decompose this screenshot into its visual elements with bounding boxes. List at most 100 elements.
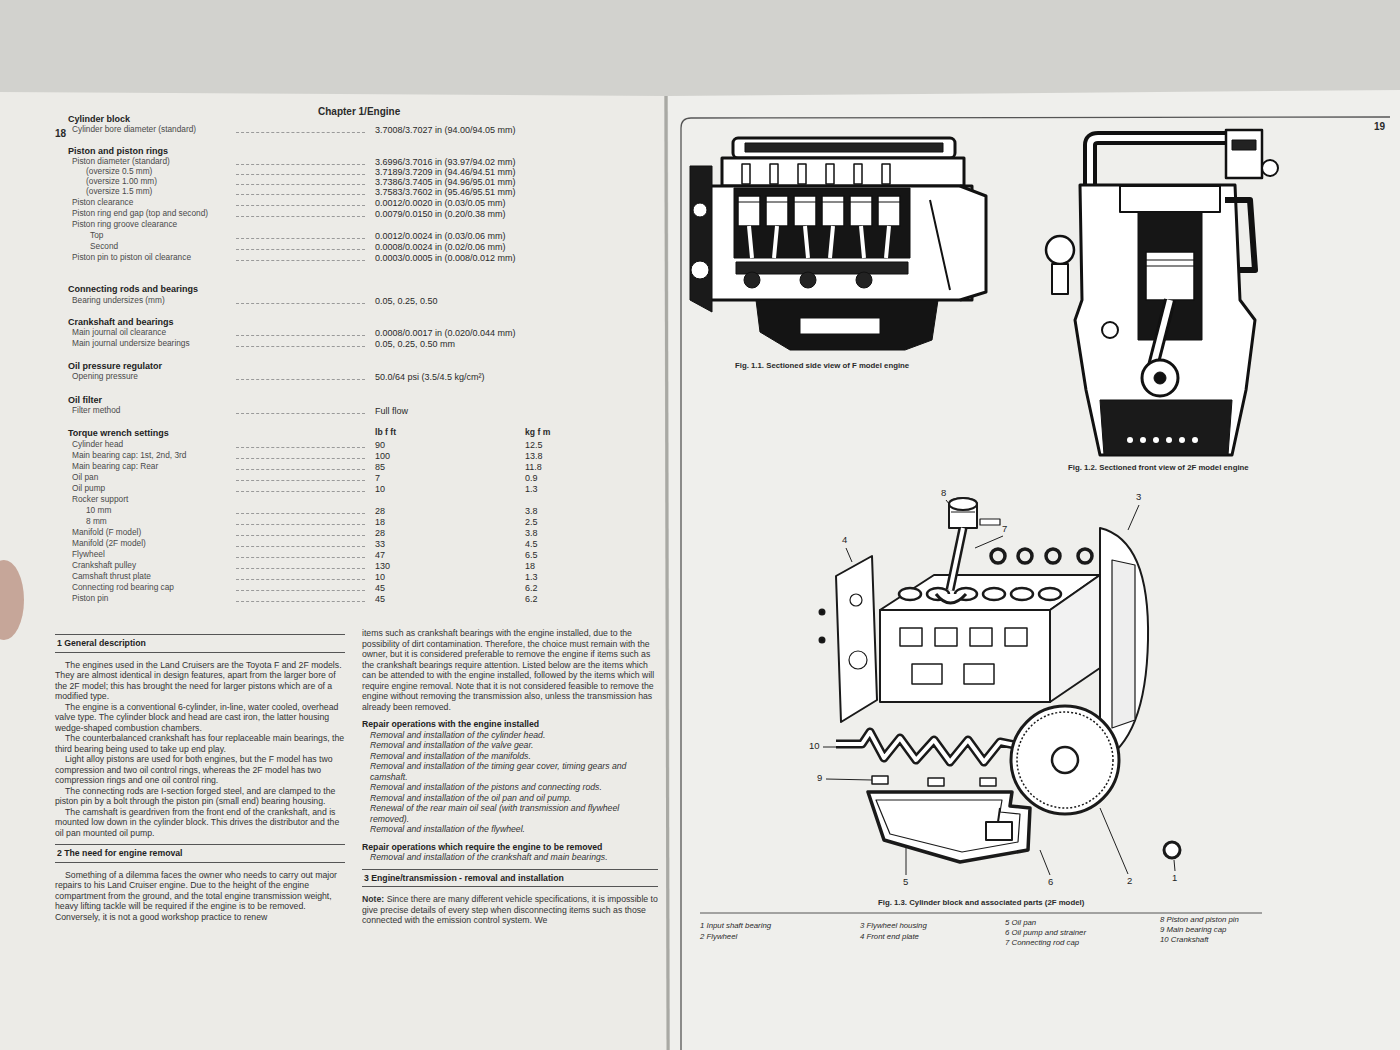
- dot-leader: [236, 184, 365, 185]
- spec-heading: Crankshaft and bearings: [68, 317, 174, 327]
- dot-leader: [236, 249, 365, 250]
- dot-leader: [236, 194, 365, 195]
- spec-label: 10 mm: [86, 506, 111, 516]
- page-number: 19: [1374, 121, 1385, 133]
- spec-label: Piston pin to piston oil clearance: [72, 253, 191, 263]
- spec-value: 0.05, 0.25, 0.50 mm: [375, 339, 455, 349]
- spec-label: Rocker support: [72, 495, 128, 505]
- dot-leader: [236, 568, 365, 569]
- spec-value: 7: [375, 473, 380, 483]
- dot-leader: [236, 260, 365, 261]
- body-paragraph: items such as crankshaft bearings with t…: [362, 628, 658, 712]
- spec-value: 3.7583/3.7602 in (95.46/95.51 mm): [375, 187, 516, 197]
- dot-leader: [236, 303, 365, 304]
- callout-number: 6: [1048, 877, 1053, 888]
- dot-leader: [236, 557, 365, 558]
- callout-number: 7: [1002, 524, 1007, 535]
- column-heading: lb f ft: [375, 428, 396, 438]
- section-heading: 2 The need for engine removal: [55, 844, 345, 863]
- spec-label: Opening pressure: [72, 372, 138, 382]
- spec-label: Piston ring groove clearance: [72, 220, 177, 230]
- dot-leader: [236, 346, 365, 347]
- spec-label: Flywheel: [72, 550, 105, 560]
- spec-value: 0.0003/0.0005 in (0.008/0.012 mm): [375, 253, 516, 263]
- spec-label: Crankshaft pulley: [72, 561, 136, 571]
- spec-label: Cylinder head: [72, 440, 123, 450]
- spec-value: 6.2: [525, 583, 538, 593]
- spec-value: 2.5: [525, 517, 538, 527]
- spec-value: 3.6996/3.7016 in (93.97/94.02 mm): [375, 157, 516, 167]
- body-paragraph: The engine is a conventional 6-cylinder,…: [55, 702, 345, 734]
- key-entry: 8 Piston and piston pin: [1160, 916, 1239, 925]
- dot-leader: [236, 413, 365, 414]
- spec-label: Bearing undersizes (mm): [72, 296, 165, 306]
- repair-item: Removal and installation of the pistons …: [362, 782, 658, 793]
- key-entry: 4 Front end plate: [860, 933, 919, 942]
- spec-value: 50.0/64 psi (3.5/4.5 kg/cm²): [375, 372, 485, 382]
- page-number: 18: [55, 128, 66, 140]
- spec-value: 12.5: [525, 440, 543, 450]
- spec-value: 130: [375, 561, 390, 571]
- spec-value: 28: [375, 506, 385, 516]
- note-label: Note:: [362, 894, 384, 904]
- spec-value: 0.0012/0.0024 in (0.03/0.06 mm): [375, 231, 506, 241]
- spec-value: 0.0012/0.0020 in (0.03/0.05 mm): [375, 198, 506, 208]
- key-entry: 3 Flywheel housing: [860, 922, 927, 931]
- figure-caption: Fig. 1.1. Sectioned side view of F model…: [735, 362, 909, 371]
- spec-value: Full flow: [375, 406, 408, 416]
- spec-label: Cylinder bore diameter (standard): [72, 125, 196, 135]
- callout-number: 10: [809, 741, 820, 752]
- spec-label: Main journal oil clearance: [72, 328, 166, 338]
- spec-value: 1.3: [525, 572, 538, 582]
- dot-leader: [236, 535, 365, 536]
- dot-leader: [236, 524, 365, 525]
- spec-label: Connecting rod bearing cap: [72, 583, 174, 593]
- spec-label: (oversize 1.00 mm): [86, 177, 157, 187]
- repair-item: Removal and installation of the cranksha…: [362, 852, 658, 863]
- spec-value: 3.7386/3.7405 in (94.96/95.01 mm): [375, 177, 516, 187]
- spec-label: Camshaft thrust plate: [72, 572, 151, 582]
- spec-value: 33: [375, 539, 385, 549]
- spec-heading: Connecting rods and bearings: [68, 284, 198, 294]
- front-view-engine: [1046, 130, 1278, 455]
- spec-label: Oil pump: [72, 484, 105, 494]
- dot-leader: [236, 335, 365, 336]
- spec-label: Main bearing cap: 1st, 2nd, 3rd: [72, 451, 186, 461]
- dot-leader: [236, 132, 365, 133]
- body-paragraph: Something of a dilemma faces the owner w…: [55, 870, 345, 923]
- spec-label: (oversize 0.5 mm): [86, 167, 152, 177]
- dot-leader: [236, 513, 365, 514]
- dot-leader: [236, 546, 365, 547]
- dot-leader: [236, 458, 365, 459]
- spec-value: 3.7189/3.7209 in (94.46/94.51 mm): [375, 167, 516, 177]
- side-view-engine: [690, 138, 986, 350]
- spec-label: Piston clearance: [72, 198, 133, 208]
- callout-number: 2: [1127, 876, 1132, 887]
- callout-number: 3: [1136, 492, 1141, 503]
- section-heading: 1 General description: [55, 634, 345, 653]
- spec-value: 3.7008/3.7027 in (94.00/94.05 mm): [375, 125, 516, 135]
- spec-value: 47: [375, 550, 385, 560]
- repair-item: Removal and installation of the flywheel…: [362, 824, 658, 835]
- key-entry: 9 Main bearing cap: [1160, 926, 1226, 935]
- key-entry: 6 Oil pump and strainer: [1005, 929, 1086, 938]
- callout-number: 1: [1172, 873, 1177, 884]
- repair-item: Removal and installation of the valve ge…: [362, 740, 658, 751]
- spec-heading: Oil filter: [68, 395, 102, 405]
- key-entry: 7 Connecting rod cap: [1005, 939, 1079, 948]
- spec-label: (oversize 1.5 mm): [86, 187, 152, 197]
- spec-value: 6.5: [525, 550, 538, 560]
- spec-label: Piston pin: [72, 594, 108, 604]
- spec-value: 13.8: [525, 451, 543, 461]
- spec-label: Filter method: [72, 406, 120, 416]
- spec-value: 0.9: [525, 473, 538, 483]
- spec-label: Main journal undersize bearings: [72, 339, 190, 349]
- dot-leader: [236, 205, 365, 206]
- spec-value: 18: [375, 517, 385, 527]
- spec-label: Oil pan: [72, 473, 98, 483]
- body-paragraph: Light alloy pistons are used for both en…: [55, 754, 345, 786]
- callout-number: 5: [903, 877, 908, 888]
- repair-item: Removal and installation of the manifold…: [362, 751, 658, 762]
